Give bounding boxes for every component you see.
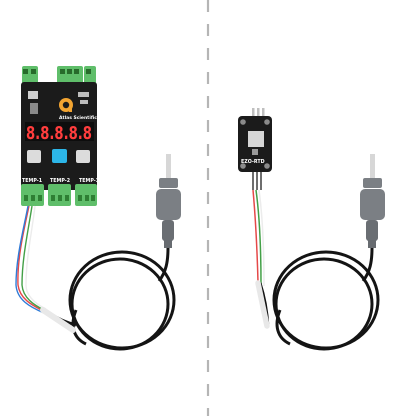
right-probe-leads (252, 189, 265, 287)
button-right (76, 150, 90, 163)
button-center (52, 149, 67, 163)
label-temp1: TEMP-1 (22, 178, 42, 184)
left-probe-assembly (156, 154, 181, 248)
temperature-probe-icon-right (370, 154, 375, 182)
left-probe-leads (15, 205, 47, 314)
ezo-label: EZO-RTD (241, 159, 265, 165)
right-cable (258, 247, 380, 351)
temperature-probe-icon (166, 154, 171, 182)
left-probe-tip (40, 307, 76, 333)
right-board: EZO-RTD (238, 108, 272, 190)
right-probe-assembly (360, 154, 385, 248)
left-cable (48, 247, 176, 351)
label-temp3: TEMP-3 (79, 178, 99, 184)
label-temp2: TEMP-2 (50, 178, 70, 184)
led-digits: 8.8.8.8.8 (26, 123, 92, 144)
brand-logo-text: Atlas Scientific (59, 115, 97, 121)
right-probe-tip (255, 280, 270, 329)
atlas-logo-icon (59, 98, 73, 112)
button-left (27, 150, 41, 163)
left-board: Atlas Scientific 8.8.8.8.8 TEMP-1 TEMP-2… (21, 66, 99, 206)
led-display (25, 122, 94, 141)
